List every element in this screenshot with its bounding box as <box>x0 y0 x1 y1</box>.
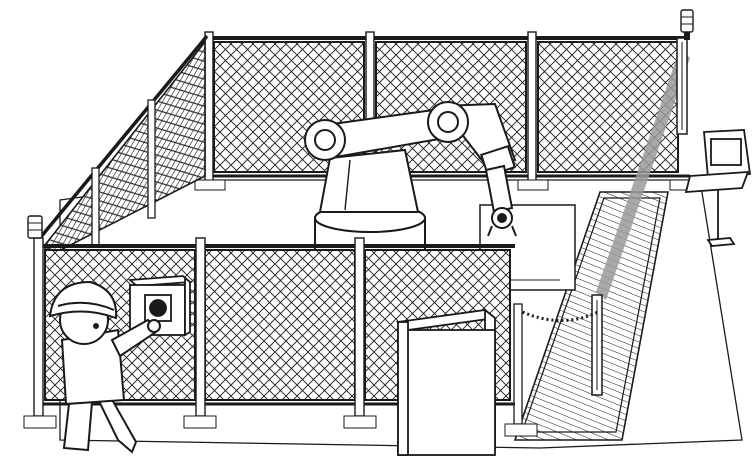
light-curtain-receiver <box>592 295 602 395</box>
stack-light <box>28 216 42 238</box>
fence-post <box>196 238 205 416</box>
fence-post <box>148 100 155 218</box>
control-cabinet <box>398 310 495 455</box>
floor-plate <box>184 416 216 428</box>
fence-post <box>355 238 364 416</box>
floor-plate <box>344 416 376 428</box>
floor-plate <box>505 424 537 436</box>
floor-plate <box>518 180 548 190</box>
light-curtain-emitter <box>677 38 687 134</box>
floor-plate <box>24 416 56 428</box>
fence-post <box>34 238 43 416</box>
fence-post <box>92 168 99 246</box>
emergency-stop-button <box>150 300 166 316</box>
fence-post <box>205 32 213 184</box>
fence-post <box>528 32 536 184</box>
fence-panel <box>205 250 355 400</box>
stack-light <box>681 10 693 40</box>
floor-plate <box>195 180 225 190</box>
